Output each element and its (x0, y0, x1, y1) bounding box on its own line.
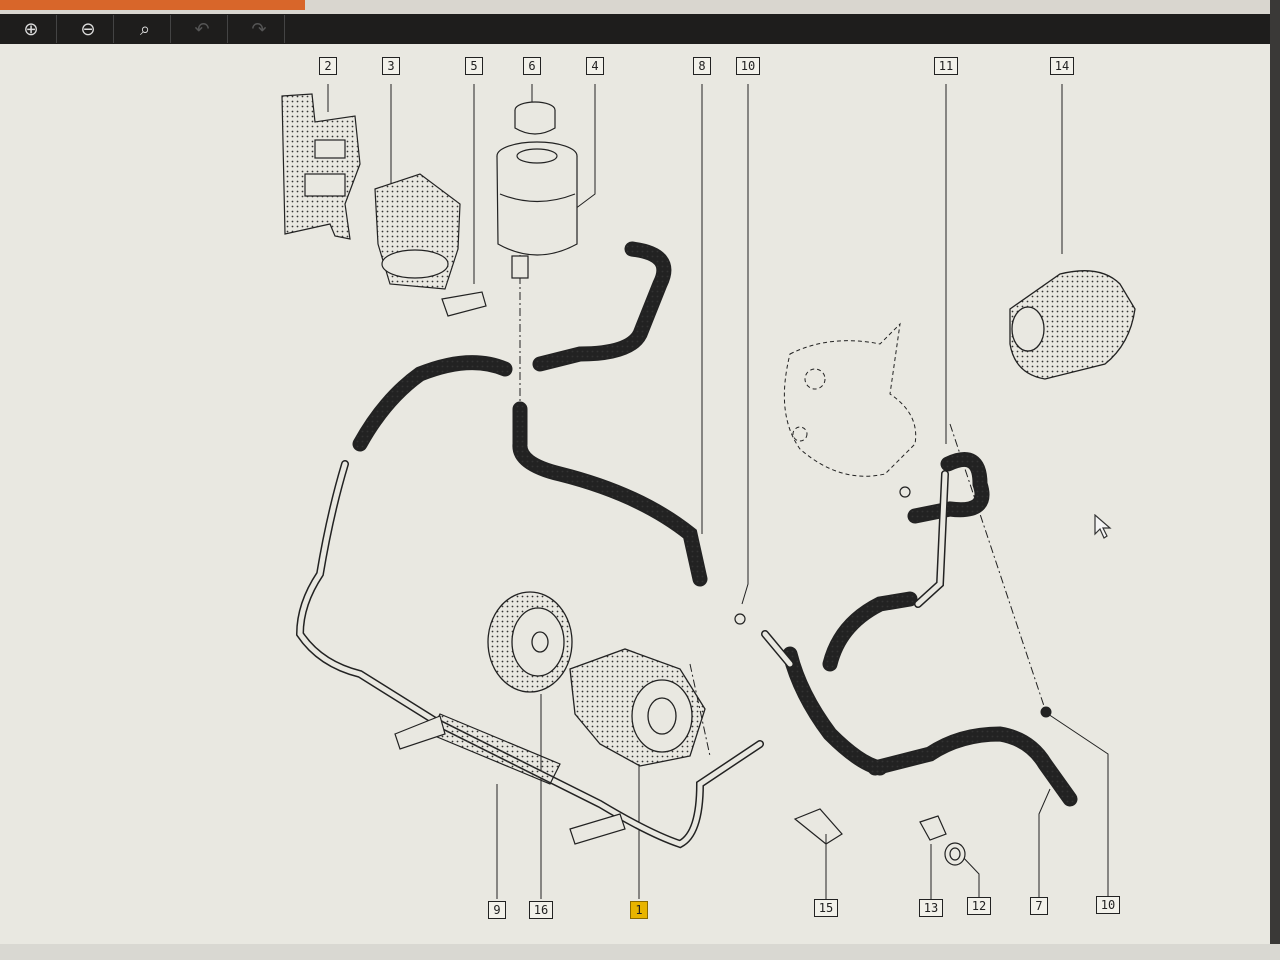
callout-10-top[interactable]: 10 (736, 57, 760, 75)
callout-3[interactable]: 3 (382, 57, 400, 75)
callout-4[interactable]: 4 (586, 57, 604, 75)
power-steering-pump-1 (569, 648, 706, 767)
seal-10-b (1040, 706, 1052, 718)
hoses (295, 241, 1078, 849)
back-button[interactable]: ↶ (177, 15, 228, 43)
callout-1-highlighted[interactable]: 1 (630, 901, 648, 919)
bracket-2 (281, 93, 361, 240)
steering-rack-9 (394, 713, 626, 845)
title-accent (0, 0, 305, 10)
mouse-cursor-icon (1094, 514, 1112, 539)
callout-5[interactable]: 5 (465, 57, 483, 75)
forward-button[interactable]: ↷ (234, 15, 285, 43)
screen-bezel-bottom (0, 944, 1280, 960)
reservoir-cap-6 (514, 101, 556, 135)
window-top-strip (0, 0, 1280, 14)
zoom-out-icon: ⊖ (80, 18, 96, 40)
screen-bezel-right (1270, 0, 1280, 960)
callout-10-bottom[interactable]: 10 (1096, 896, 1120, 914)
callout-15[interactable]: 15 (814, 899, 838, 917)
forward-icon: ↷ (251, 18, 267, 40)
seal-10-a (734, 613, 746, 625)
callout-9[interactable]: 9 (488, 901, 506, 919)
pump-pulley-16 (487, 591, 573, 693)
zoom-in-button[interactable]: ⊕ (6, 15, 57, 43)
seal-11 (899, 486, 911, 498)
reservoir-4 (496, 141, 578, 279)
bracket-15 (793, 808, 843, 845)
callout-7[interactable]: 7 (1030, 897, 1048, 915)
zoom-fit-button[interactable]: ⌕ (120, 15, 171, 43)
callout-6[interactable]: 6 (523, 57, 541, 75)
zoom-out-button[interactable]: ⊖ (63, 15, 114, 43)
callout-8[interactable]: 8 (693, 57, 711, 75)
callout-2[interactable]: 2 (319, 57, 337, 75)
steering-box-outline (783, 322, 917, 477)
callout-12[interactable]: 12 (967, 897, 991, 915)
back-icon: ↶ (194, 18, 210, 40)
callout-11[interactable]: 11 (934, 57, 958, 75)
callout-16[interactable]: 16 (529, 901, 553, 919)
callout-14[interactable]: 14 (1050, 57, 1074, 75)
clip-5 (441, 291, 487, 317)
zoom-fit-icon: ⌕ (139, 18, 151, 40)
clamp-3 (374, 173, 461, 290)
damper-14 (1009, 270, 1136, 380)
callout-13[interactable]: 13 (919, 899, 943, 917)
zoom-in-icon: ⊕ (23, 18, 39, 40)
clip-13 (919, 815, 947, 841)
power-steering-diagram (281, 84, 1136, 899)
viewer-toolbar: ⊕ ⊖ ⌕ ↶ ↷ (0, 14, 1280, 44)
plug-12 (944, 842, 966, 866)
diagram-canvas[interactable]: 2 3 5 6 4 8 10 11 14 9 16 1 15 13 12 7 1… (0, 44, 1270, 960)
